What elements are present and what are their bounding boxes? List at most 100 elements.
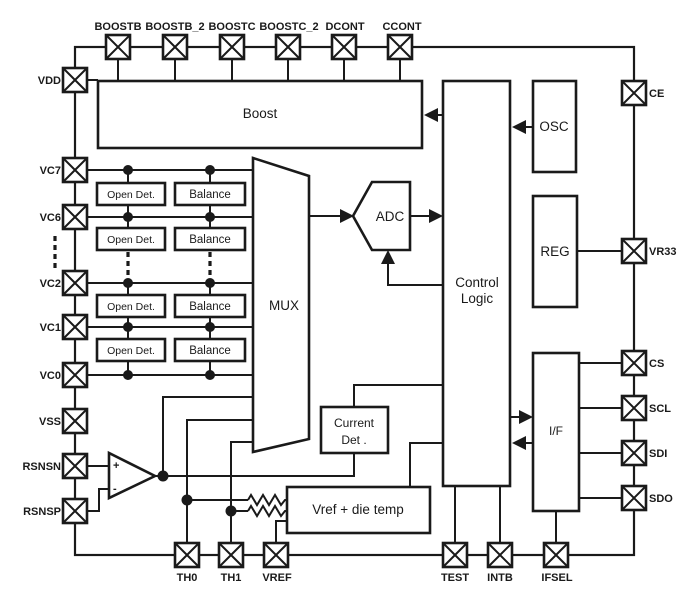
pin-cs [620, 349, 648, 377]
pin-label-dcont: DCONT [325, 21, 364, 33]
balance-label: Balance [189, 301, 231, 313]
wire-currentdet-control [353, 384, 443, 407]
pin-vdd [61, 66, 89, 94]
wire-arrow-lines [309, 114, 533, 444]
pin-vc1 [61, 313, 89, 341]
wire-th0 [186, 419, 253, 543]
pin-boostb [104, 33, 132, 61]
open-det-label: Open Det. [107, 301, 155, 313]
adc-block [351, 180, 412, 252]
pin-dcont [330, 33, 358, 61]
balance-block [173, 181, 247, 207]
reg-label: REG [540, 244, 569, 259]
current-det-block [319, 405, 390, 455]
wire-vref [275, 520, 287, 543]
vref-die-temp-block [285, 485, 432, 535]
current-det-label-line1: Current [334, 416, 375, 430]
pin-vc7 [61, 156, 89, 184]
boost-block [96, 79, 424, 150]
balance-block [173, 293, 247, 319]
vref-die-temp-label: Vref + die temp [312, 502, 403, 517]
pin-label-sdo: SDO [649, 493, 673, 505]
balance-label: Balance [189, 345, 231, 357]
balance-block [173, 226, 247, 252]
open-det-label: Open Det. [107, 345, 155, 357]
arrow-mux-to-adc [340, 209, 354, 223]
pin-label-vss: VSS [39, 416, 61, 428]
pin-labels: BOOSTB BOOSTB_2 BOOSTC BOOSTC_2 DCONT CC… [22, 21, 676, 584]
wire-rsnsp [87, 488, 109, 512]
control-logic-block [441, 79, 512, 488]
pin-label-test: TEST [441, 572, 469, 584]
pin-label-boostc-2: BOOSTC_2 [259, 21, 318, 33]
pin-label-th0: TH0 [177, 572, 198, 584]
pin-vc0 [61, 361, 89, 389]
pin-vc6 [61, 203, 89, 231]
if-label: I/F [549, 424, 563, 438]
osc-block [531, 79, 578, 174]
resistor-th0 [247, 493, 287, 507]
pin-label-scl: SCL [649, 403, 671, 415]
open-det-block [95, 226, 167, 252]
control-logic-label-line2: Logic [461, 291, 494, 306]
wire-bottom-stubs [454, 486, 557, 543]
pin-label-vc1: VC1 [40, 322, 61, 334]
balance-block [173, 337, 247, 363]
arrow-control-to-boost [424, 108, 438, 122]
pin-label-ccont: CCONT [382, 21, 421, 33]
pin-vr33 [620, 237, 648, 265]
if-block [531, 351, 581, 513]
pin-vss [61, 407, 89, 435]
control-logic-label-line1: Control [455, 275, 499, 290]
pin-sdo [620, 484, 648, 512]
arrow-control-to-if [519, 410, 533, 424]
pin-ce [620, 79, 648, 107]
pin-label-cs: CS [649, 358, 664, 370]
pin-intb [486, 541, 514, 569]
open-det-label: Open Det. [107, 189, 155, 201]
pin-th0 [173, 541, 201, 569]
pin-label-vref: VREF [262, 572, 292, 584]
wire-if-serial-pins [579, 362, 622, 499]
arrow-if-to-control [512, 436, 526, 450]
pin-label-ifsel: IFSEL [541, 572, 572, 584]
pin-label-rsnsn: RSNSN [22, 461, 61, 473]
pin-boostb-2 [161, 33, 189, 61]
pin-label-vc7: VC7 [40, 165, 61, 177]
pin-boostc-2 [274, 33, 302, 61]
pin-label-vc0: VC0 [40, 370, 61, 382]
opamp [107, 450, 158, 501]
open-det-block [95, 181, 167, 207]
pin-ifsel [542, 541, 570, 569]
boost-label: Boost [243, 106, 278, 121]
resistor-th1 [247, 504, 287, 518]
pin-label-boostb: BOOSTB [94, 21, 141, 33]
pin-label-boostb-2: BOOSTB_2 [145, 21, 204, 33]
opamp-minus-label: - [113, 483, 117, 495]
arrowheads [340, 108, 533, 450]
pin-th1 [217, 541, 245, 569]
balance-label: Balance [189, 234, 231, 246]
pin-test [441, 541, 469, 569]
pin-ccont [386, 33, 414, 61]
pin-rsnsn [61, 452, 89, 480]
mux-block [251, 156, 311, 454]
arrow-control-to-adc [381, 250, 395, 264]
arrow-adc-to-control [429, 209, 443, 223]
pin-rsnsp [61, 497, 89, 525]
arrow-osc-to-control [512, 120, 526, 134]
wire-cell-lines [75, 169, 253, 376]
pin-label-vr33: VR33 [649, 246, 677, 258]
reg-block [531, 194, 579, 309]
balance-label: Balance [189, 189, 231, 201]
pin-sdi [620, 439, 648, 467]
pin-label-vc2: VC2 [40, 278, 61, 290]
pin-vref [262, 541, 290, 569]
open-det-block [95, 293, 167, 319]
opamp-plus-label: + [113, 460, 119, 472]
wire-th1 [230, 441, 253, 543]
block-labels: Boost MUX ADC Control Logic OSC REG I/F … [107, 106, 570, 517]
junction-dots [123, 165, 237, 517]
wire-opamp-out [155, 396, 355, 477]
